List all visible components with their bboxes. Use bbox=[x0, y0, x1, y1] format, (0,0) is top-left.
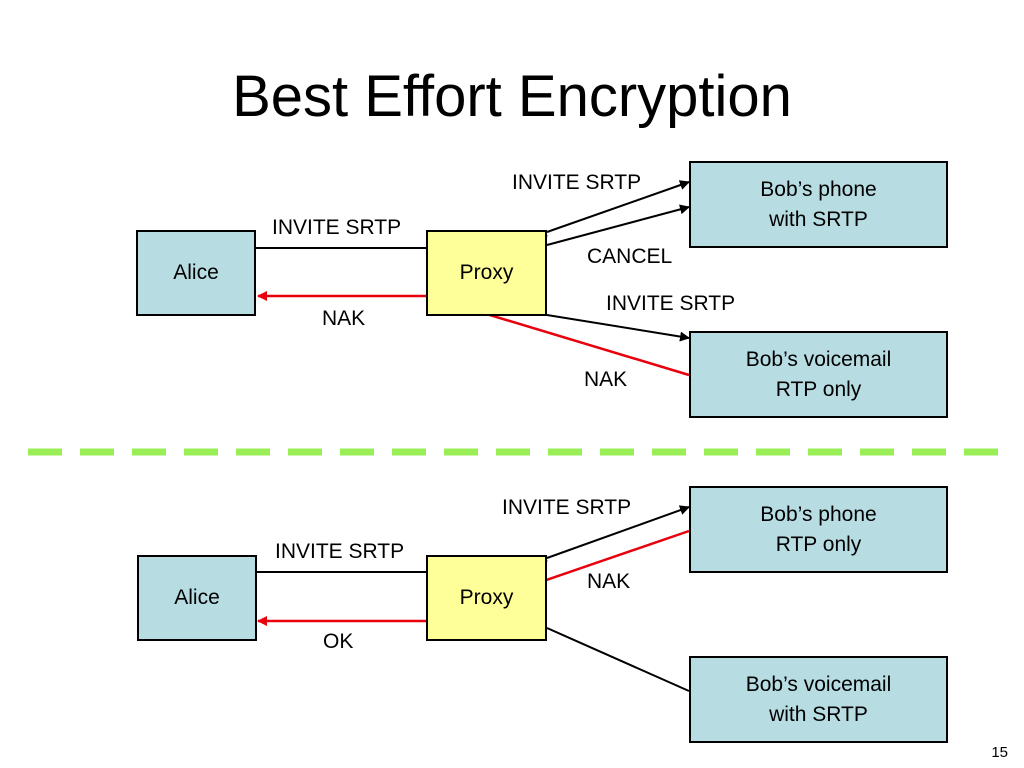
label-nak-proxy-alice-top: NAK bbox=[322, 307, 366, 330]
arrow-invite-proxy-phone-bottom bbox=[546, 505, 690, 559]
voicemail-capability-top: RTP only bbox=[775, 377, 862, 401]
phone-name-top: Bob’s phone bbox=[760, 177, 877, 201]
arrow-invite-proxy-voicemail-top bbox=[546, 314, 690, 342]
proxy-box-bottom: Proxy bbox=[426, 555, 547, 641]
proxy-box-top: Proxy bbox=[426, 230, 547, 316]
phone-capability-top: with SRTP bbox=[769, 207, 868, 231]
label-ok-proxy-alice-bottom: OK bbox=[323, 630, 354, 653]
bobs-phone-box-top: Bob’s phone with SRTP bbox=[689, 161, 948, 248]
label-nak-phone-proxy-bottom: NAK bbox=[587, 570, 631, 593]
bobs-voicemail-box-bottom: Bob’s voicemail with SRTP bbox=[689, 656, 948, 743]
alice-label-top: Alice bbox=[173, 261, 219, 284]
line-proxy-voicemail-bottom bbox=[546, 627, 690, 692]
bobs-voicemail-box-top: Bob’s voicemail RTP only bbox=[689, 331, 948, 418]
phone-name-bottom: Bob’s phone bbox=[760, 502, 877, 526]
arrow-invite-proxy-phone-top bbox=[546, 180, 690, 233]
proxy-label-top: Proxy bbox=[459, 261, 514, 284]
alice-box-top: Alice bbox=[136, 230, 256, 316]
voicemail-name-top: Bob’s voicemail bbox=[745, 347, 892, 371]
slide-title: Best Effort Encryption bbox=[232, 64, 792, 129]
alice-box-bottom: Alice bbox=[137, 555, 257, 641]
page-number: 15 bbox=[991, 744, 1008, 761]
label-invite-proxy-phone-bottom: INVITE SRTP bbox=[502, 496, 632, 519]
arrow-cancel-proxy-phone-top bbox=[546, 204, 690, 246]
bobs-phone-box-bottom: Bob’s phone RTP only bbox=[689, 486, 948, 573]
label-nak-voicemail-proxy-top: NAK bbox=[584, 368, 628, 391]
proxy-label-bottom: Proxy bbox=[459, 586, 514, 609]
phone-capability-bottom: RTP only bbox=[775, 532, 862, 556]
label-invite-proxy-phone-top: INVITE SRTP bbox=[512, 171, 642, 194]
voicemail-capability-bottom: with SRTP bbox=[769, 702, 868, 726]
alice-label-bottom: Alice bbox=[174, 586, 220, 609]
label-cancel-top: CANCEL bbox=[587, 245, 673, 268]
label-invite-proxy-voicemail-top: INVITE SRTP bbox=[606, 292, 736, 315]
voicemail-name-bottom: Bob’s voicemail bbox=[745, 672, 892, 696]
label-invite-alice-proxy-bottom: INVITE SRTP bbox=[275, 540, 405, 563]
label-invite-alice-proxy-top: INVITE SRTP bbox=[272, 216, 402, 239]
